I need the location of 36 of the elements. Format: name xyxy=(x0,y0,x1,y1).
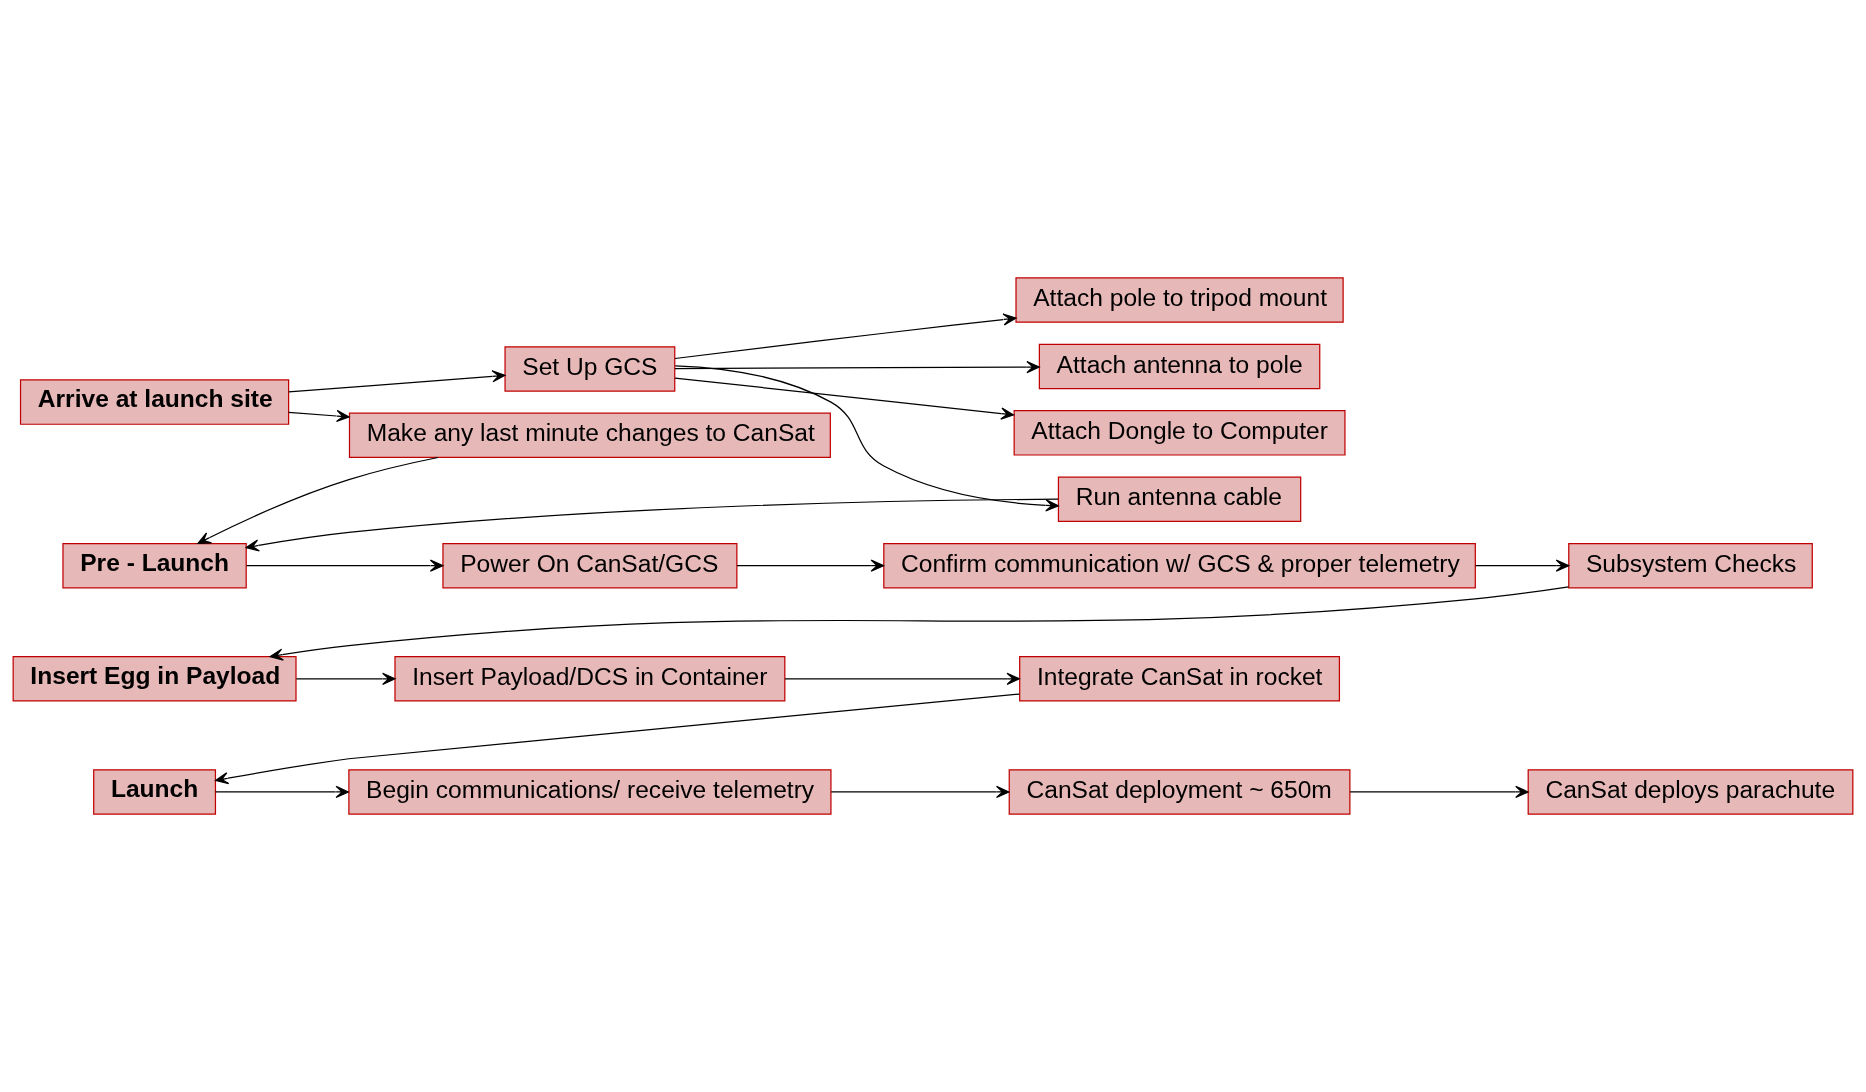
node-box: Begin communications/ receive telemetry xyxy=(348,769,832,815)
node-box: Launch xyxy=(93,769,217,815)
arrow xyxy=(736,559,885,572)
arrow xyxy=(1474,559,1570,572)
arrow xyxy=(674,313,1017,360)
node-box: Set Up GCS xyxy=(504,346,676,392)
arrow xyxy=(288,370,506,393)
node-box: Power On CanSat/GCS xyxy=(442,542,738,589)
node-box: Run antenna cable xyxy=(1057,476,1302,523)
node-box: Integrate CanSat in rocket xyxy=(1019,656,1341,702)
arrow xyxy=(784,672,1020,685)
node-box: Insert Egg in Payload xyxy=(12,656,297,702)
node-box: CanSat deployment ~ 650m xyxy=(1008,769,1351,815)
node-box: Pre - Launch xyxy=(62,542,247,589)
arrow xyxy=(245,559,444,572)
node-box: Insert Payload/DCS in Container xyxy=(394,656,786,702)
node-box: CanSat deploys parachute xyxy=(1527,769,1854,815)
arrow xyxy=(214,785,350,799)
arrow xyxy=(269,586,1570,661)
arrow xyxy=(245,498,1059,552)
node-box: Attach antenna to pole xyxy=(1038,343,1321,390)
arrow xyxy=(197,456,439,544)
node-box: Attach pole to tripod mount xyxy=(1015,277,1344,323)
node-box: Arrive at launch site xyxy=(19,379,290,425)
arrow xyxy=(830,785,1010,799)
node-box: Confirm communication w/ GCS & proper telemetry xyxy=(883,542,1476,589)
arrow xyxy=(674,365,1059,512)
node-box: Subsystem Checks xyxy=(1568,542,1813,589)
node-box: Attach Dongle to Computer xyxy=(1013,410,1346,456)
arrow xyxy=(1349,785,1529,799)
arrow xyxy=(288,409,350,423)
arrow xyxy=(215,693,1020,785)
arrow xyxy=(295,672,396,685)
node-box: Make any last minute changes to CanSat xyxy=(348,412,831,459)
arrow xyxy=(674,360,1040,374)
arrow xyxy=(674,377,1015,420)
